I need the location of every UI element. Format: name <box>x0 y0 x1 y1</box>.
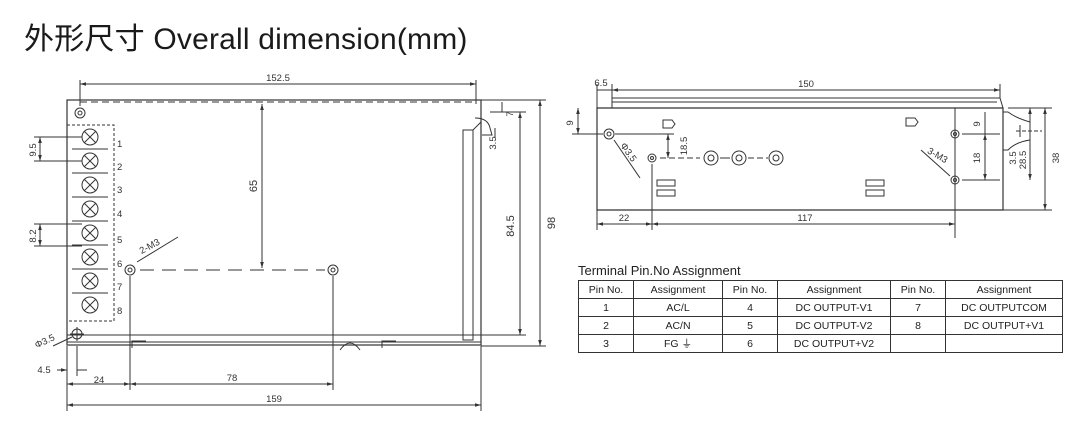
table-cell <box>890 334 946 353</box>
terminal-number: 8 <box>117 306 122 317</box>
table-cell: 4 <box>722 298 778 317</box>
table-header: Assignment <box>945 280 1063 299</box>
dim-side-hole-top: 9 <box>565 120 576 125</box>
table-cell: 5 <box>722 316 778 335</box>
dim-side-hole-depth: 18.5 <box>679 137 690 156</box>
terminal-number: 3 <box>117 185 122 196</box>
dim-side-right-9: 9 <box>972 121 983 126</box>
table-header: Pin No. <box>578 280 634 299</box>
dim-side-hole-span: 117 <box>797 213 812 224</box>
table-header: Assignment <box>777 280 891 299</box>
side-fan-hole-3 <box>768 150 784 166</box>
dim-width-total: 159 <box>266 394 282 405</box>
terminal-number: 1 <box>117 139 122 150</box>
table-header: Assignment <box>633 280 723 299</box>
table-header: Pin No. <box>890 280 946 299</box>
dim-terminal-pitch: 9.5 <box>28 143 39 156</box>
front-view-labels: 152.5 65 98 84.5 7 3.5 9.5 8.2 Φ3.5 4.5 … <box>28 73 558 405</box>
table-cell: DC OUTPUT-V1 <box>777 298 891 317</box>
table-cell: 8 <box>890 316 946 335</box>
page-title: 外形尺寸 Overall dimension(mm) <box>24 23 468 56</box>
dim-side-edge-offset: 6.5 <box>594 78 607 89</box>
dim-side-length: 150 <box>798 79 814 90</box>
table-cell: FG ⏚ <box>633 334 723 353</box>
screw-label-3m3: 3-M3 <box>925 146 949 166</box>
table-row: 3 FG ⏚ 6 DC OUTPUT+V2 <box>578 334 1063 353</box>
dim-side-left-offset: 22 <box>619 213 630 224</box>
pin-assignment-table: Pin No. Assignment Pin No. Assignment Pi… <box>578 280 1063 353</box>
table-cell: DC OUTPUT-V2 <box>777 316 891 335</box>
side-view <box>572 84 1052 238</box>
dim-hole-dia: Φ3.5 <box>33 332 56 351</box>
dim-hole-span-v: 65 <box>248 180 260 192</box>
front-right-flange <box>462 129 474 341</box>
dim-slot-35: 3.5 <box>488 136 499 149</box>
table-cell: AC/L <box>633 298 723 317</box>
table-cell: 7 <box>890 298 946 317</box>
table-cell: 3 <box>578 334 634 353</box>
table-row: 2 AC/N 5 DC OUTPUT-V2 8 DC OUTPUT+V1 <box>578 316 1063 335</box>
side-fan-hole-1 <box>703 150 719 166</box>
dim-width-top: 152.5 <box>266 73 290 84</box>
front-corner-hole-top <box>74 107 86 119</box>
front-mount-hole-1 <box>124 264 136 276</box>
dim-hole-span-x: 78 <box>227 373 238 384</box>
side-fan-hole-2 <box>731 150 747 166</box>
dim-corner-offset: 4.5 <box>37 365 50 376</box>
terminal-number: 4 <box>117 209 122 220</box>
dim-side-height: 38 <box>1051 153 1062 164</box>
table-cell: DC OUTPUTCOM <box>945 298 1063 317</box>
dim-side-right-285: 28.5 <box>1018 151 1029 170</box>
table-header: Pin No. <box>722 280 778 299</box>
side-hole-m3-1 <box>647 153 657 163</box>
side-hole-left <box>603 128 615 140</box>
table-cell: DC OUTPUT+V2 <box>777 334 891 353</box>
table-cell: AC/N <box>633 316 723 335</box>
terminal-block <box>66 124 115 322</box>
front-view <box>34 80 546 411</box>
table-cell <box>945 334 1063 353</box>
terminal-number: 5 <box>117 235 122 246</box>
terminal-number: 6 <box>117 259 122 270</box>
terminal-screws <box>72 128 108 314</box>
table-cell: DC OUTPUT+V1 <box>945 316 1063 335</box>
dim-terminal-pitch-2: 8.2 <box>28 229 39 242</box>
front-mount-hole-2 <box>327 264 339 276</box>
side-view-labels: 150 6.5 9 18.5 Φ3.5 22 117 3-M3 9 18 3.5… <box>565 78 1062 224</box>
dim-height-total: 98 <box>546 217 558 229</box>
terminal-number: 7 <box>117 282 122 293</box>
table-header-row: Pin No. Assignment Pin No. Assignment Pi… <box>578 280 1063 299</box>
table-cell: 6 <box>722 334 778 353</box>
dim-hole-offset-x: 24 <box>94 375 105 386</box>
dim-height-inner: 84.5 <box>505 215 517 236</box>
dim-side-right-18: 18 <box>972 153 983 164</box>
front-outline <box>66 99 482 346</box>
pin-table-title: Terminal Pin.No Assignment <box>578 263 741 278</box>
table-cell: 2 <box>578 316 634 335</box>
dim-side-right-35: 3.5 <box>1008 151 1019 164</box>
table-row: 1 AC/L 4 DC OUTPUT-V1 7 DC OUTPUTCOM <box>578 298 1063 317</box>
dim-side-hole-dia: Φ3.5 <box>618 141 639 164</box>
table-cell: 1 <box>578 298 634 317</box>
dim-slot-7: 7 <box>505 111 516 116</box>
terminal-number: 2 <box>117 162 122 173</box>
